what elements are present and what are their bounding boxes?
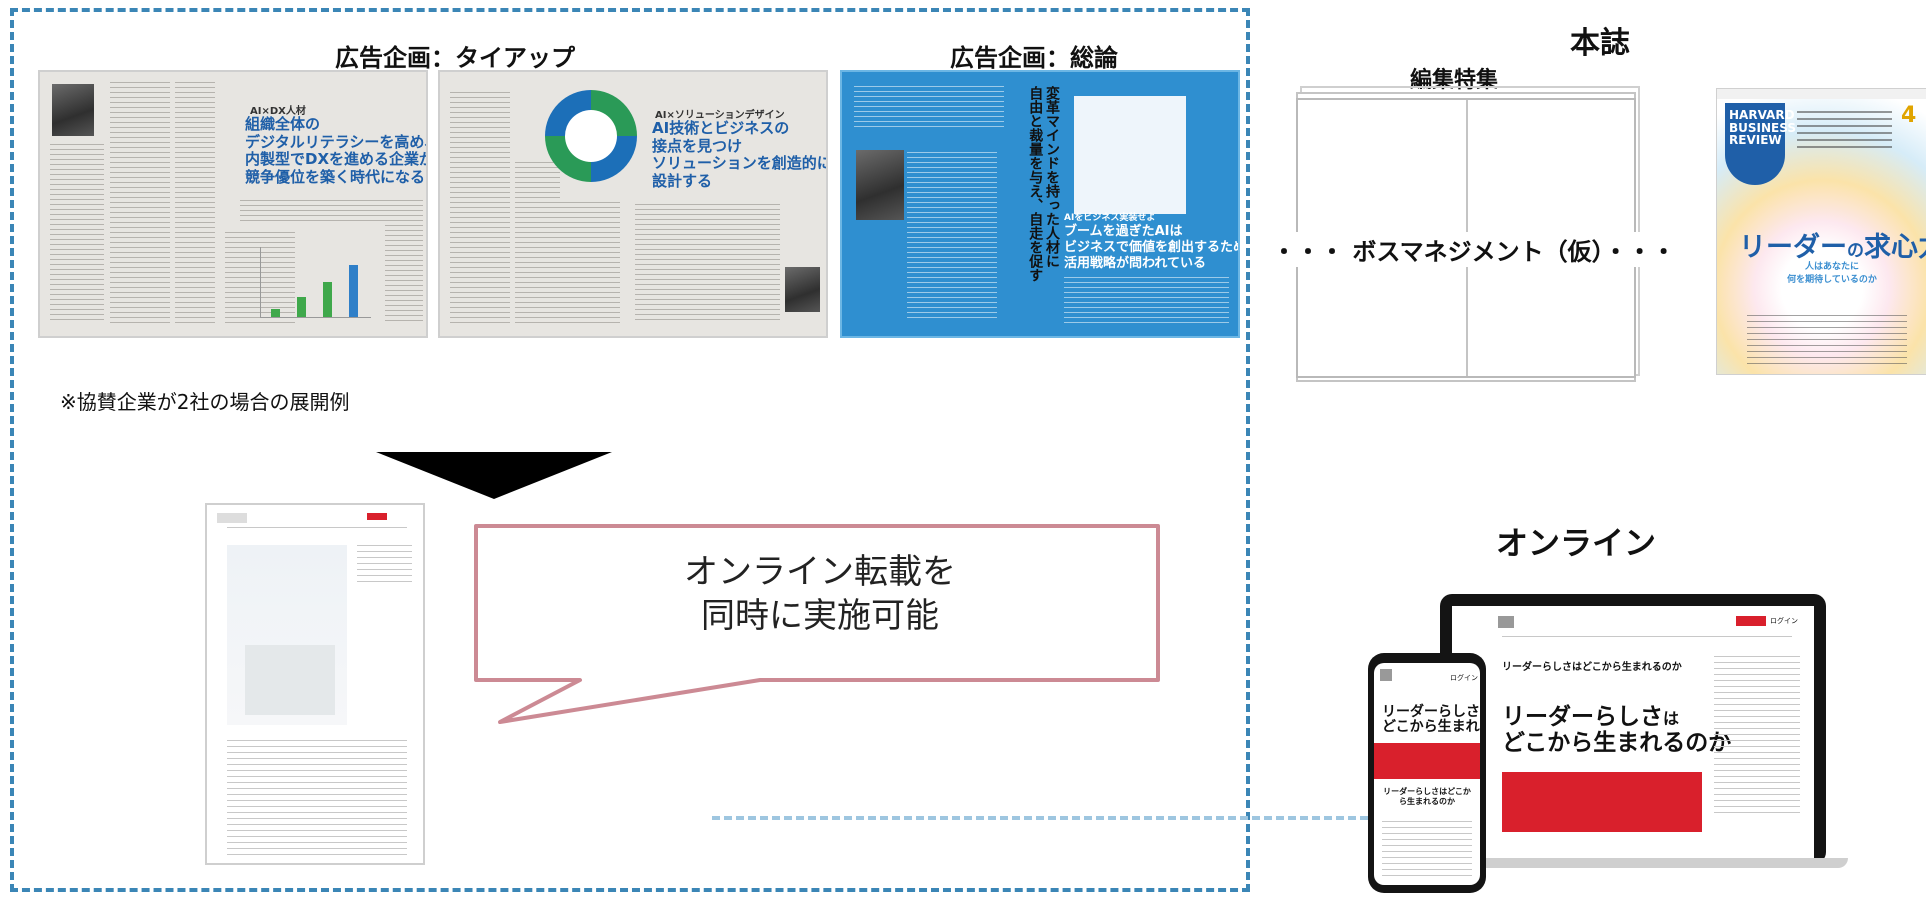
online-connector-line xyxy=(712,816,1380,820)
phone-screen: ログイン リーダーらしさは どこから生まれるのか リーダーらしさはどこから生まれ… xyxy=(1374,663,1480,885)
spread2-tag: AI×ソリューションデザイン xyxy=(655,110,785,121)
magazine-heading: 本誌 xyxy=(1570,26,1630,61)
network-illustration xyxy=(1074,96,1186,214)
down-arrow-icon xyxy=(376,452,612,499)
laptop-article-title: リーダーらしさはどこから生まれるのか xyxy=(1502,662,1682,673)
online-callout-bubble xyxy=(474,524,1160,724)
overview-heading: 広告企画：総論 xyxy=(950,44,1118,72)
laptop-screen: ログイン リーダーらしさはどこから生まれるのか リーダーらしさは どこから生まれ… xyxy=(1452,606,1814,864)
overview-spread: 変革マインドを持った人材に 自由と裁量を与え、自走を促す AIをビジネス実装せよ… xyxy=(840,70,1240,338)
tieup-heading: 広告企画：タイアップ xyxy=(335,44,575,72)
phone-hero-image xyxy=(1374,743,1480,779)
laptop-hero-headline: リーダーらしさは どこから生まれるのか xyxy=(1502,704,1732,757)
spread1-mini-chart xyxy=(260,247,371,318)
interviewee-photo xyxy=(785,267,820,312)
chart-bar xyxy=(323,282,332,317)
spread3-headline: ブームを過ぎたAIは ビジネスで価値を創出するための 活用戦略が問われている xyxy=(1064,224,1240,271)
tieup-spread-1: AI×DX人材 組織全体の デジタルリテラシーを高め、 内製型でDXを進める企業… xyxy=(38,70,428,338)
issue-number: 4 xyxy=(1901,103,1917,128)
print-online-section-frame xyxy=(10,8,1250,892)
chart-bar xyxy=(297,297,306,317)
interviewee-photo xyxy=(52,84,94,136)
spread1-tag: AI×DX人材 xyxy=(250,106,306,117)
chart-bar xyxy=(271,308,280,317)
laptop-mockup: ログイン リーダーらしさはどこから生まれるのか リーダーらしさは どこから生まれ… xyxy=(1440,594,1826,864)
feature-label: 編集特集 xyxy=(1410,68,1499,93)
callout-line-2: 同時に実施可能 xyxy=(701,596,939,637)
callout-text: オンライン転載を 同時に実施可能 xyxy=(520,550,1120,638)
spread2-headline: AI技術とビジネスの 接点を見つけ ソリューションを創造的に 設計する xyxy=(652,119,828,191)
cover-title: リーダーの求心力 xyxy=(1739,232,1926,263)
spread3-vertical-headline: 変革マインドを持った人材に 自由と裁量を与え、自走を促す xyxy=(1027,86,1060,282)
solution-diagram xyxy=(545,90,637,182)
phone-mockup: ログイン リーダーらしさは どこから生まれるのか リーダーらしさはどこから生まれ… xyxy=(1368,653,1486,893)
magazine-cover: HARVARD BUSINESS REVIEW 4 リーダーの求心力 人はあなた… xyxy=(1716,88,1926,375)
boss-management-label: ・・・ ボスマネジメント（仮）・・・ xyxy=(1268,232,1680,267)
laptop-login: ログイン xyxy=(1770,617,1798,625)
spread1-headline: 組織全体の デジタルリテラシーを高め、 内製型でDXを進める企業が 競争優位を築… xyxy=(245,115,428,187)
laptop-base xyxy=(1418,858,1848,868)
laptop-hero-image xyxy=(1502,772,1702,832)
phone-article-title: リーダーらしさはどこから生まれるのか xyxy=(1383,787,1471,806)
sponsor-note: ※協賛企業が2社の場合の展開例 xyxy=(60,390,350,414)
phone-hero-headline: リーダーらしさは どこから生まれるのか xyxy=(1382,704,1480,736)
executive-photo xyxy=(856,150,904,220)
chart-bar xyxy=(349,265,358,317)
cover-subtitle: 人はあなたに 何を期待しているのか xyxy=(1787,262,1877,285)
online-article-screenshot xyxy=(205,503,425,865)
hbr-logo: HARVARD BUSINESS REVIEW xyxy=(1725,103,1796,185)
spread3-kicker: AIをビジネス実装せよ xyxy=(1064,213,1156,223)
phone-login: ログイン xyxy=(1450,674,1478,682)
tieup-spread-2: AI×ソリューションデザイン AI技術とビジネスの 接点を見つけ ソリューション… xyxy=(438,70,828,338)
online-heading: オンライン xyxy=(1496,524,1657,562)
callout-line-1: オンライン転載を xyxy=(684,552,956,592)
